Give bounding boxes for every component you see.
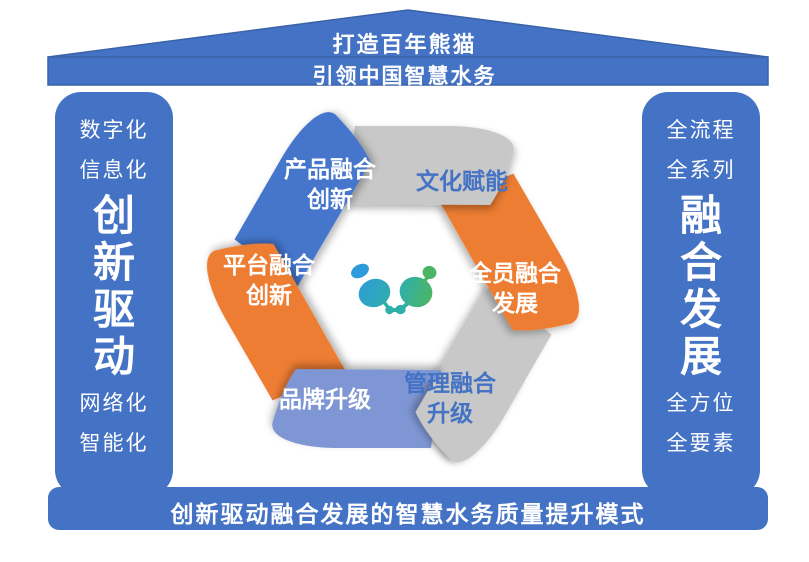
segment-staff (440, 173, 580, 331)
logo-blob-big-left (358, 278, 391, 308)
segment-label-management: 管理融合 (404, 370, 497, 396)
segment-platform (206, 243, 346, 401)
left-pillar-item: 网络化 (79, 392, 149, 415)
segment-label-staff: 全员融合 (468, 260, 562, 286)
left-pillar-main-text: 创新驱动 (92, 192, 135, 380)
right-pillar-main-label: 融合发展 (642, 192, 760, 380)
segment-label-product: 产品融合 (284, 156, 377, 182)
left-pillar-item: 信息化 (79, 159, 149, 182)
right-pillar (642, 92, 760, 496)
right-pillar-item: 全系列 (666, 159, 736, 182)
roof-top-label: 打造百年熊猫 (332, 32, 477, 57)
right-pillar-item: 全方位 (666, 392, 736, 415)
logo-stem (401, 301, 410, 309)
segment-culture (345, 126, 514, 205)
segment-label-platform: 平台融合 (223, 252, 316, 278)
logo-blob-small-right (422, 265, 437, 280)
segment-label-staff: 发展 (491, 290, 538, 316)
right-pillar-item: 全流程 (666, 119, 736, 142)
segment-label-brand: 品牌升级 (279, 386, 371, 412)
logo-blob-big-right (399, 276, 433, 308)
segment-label-management: 升级 (427, 400, 473, 426)
logo-blob-small-left (351, 263, 369, 279)
hexagon-pinwheel: 产品融合 创新 文化赋能 全员融合 发展 管理融合 升级 品牌升级 平台融合 创… (206, 112, 580, 462)
segment-brand (272, 369, 441, 448)
roof-banner-label: 引领中国智慧水务 (312, 65, 497, 88)
segment-product (234, 112, 371, 288)
segment-management-head-patch (415, 382, 552, 462)
segment-label-platform: 创新 (245, 282, 292, 308)
left-pillar-main-label: 创新驱动 (55, 192, 173, 380)
segment-label-culture: 文化赋能 (416, 168, 508, 194)
segment-label-product: 创新 (306, 186, 353, 212)
left-pillar (55, 92, 173, 496)
left-pillar-item: 智能化 (79, 432, 149, 455)
left-pillar-item: 数字化 (79, 119, 149, 142)
panda-water-molecule-logo (351, 263, 437, 315)
base-bar (48, 487, 768, 530)
right-pillar-item: 全要素 (666, 432, 736, 455)
base-bar-label: 创新驱动融合发展的智慧水务质量提升模式 (170, 501, 646, 527)
roof-banner-bar (47, 56, 769, 86)
right-pillar-main-text: 融合发展 (679, 192, 722, 380)
